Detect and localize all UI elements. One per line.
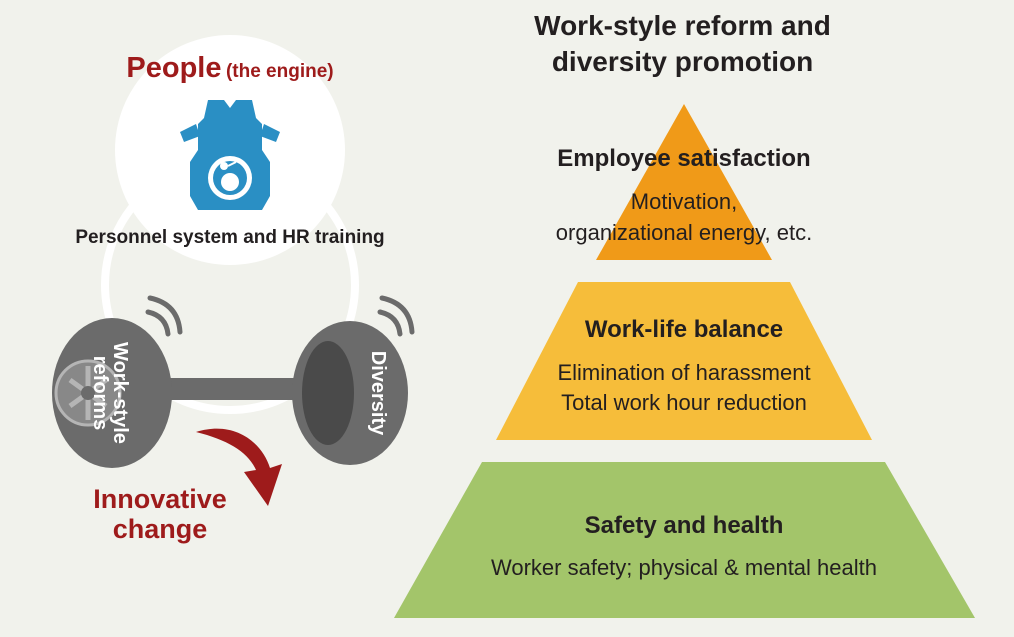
- people-heading: People (the engine): [70, 52, 390, 85]
- personnel-caption: Personnel system and HR training: [75, 227, 385, 248]
- title-line-1: Work-style reform and: [534, 10, 831, 41]
- axle: [150, 378, 335, 400]
- engine-label: (the engine): [225, 61, 334, 82]
- signal-waves-icon-left: [145, 295, 183, 337]
- left-wheel-line-1: Work-style: [109, 342, 131, 444]
- tier-top-description: Motivation, organizational energy, etc.: [500, 186, 868, 248]
- left-wheel-label: Work-style reforms: [89, 333, 131, 453]
- tire-icon-right: [292, 321, 408, 465]
- tier-bottom-description: Worker safety; physical & mental health: [491, 555, 877, 580]
- tier-middle-description: Elimination of harassment Total work hou…: [500, 358, 868, 418]
- tier-bottom-heading: Safety and health: [584, 512, 784, 539]
- right-wheel-label: Diversity: [367, 350, 389, 436]
- people-label: People: [126, 52, 222, 84]
- tier-top-line-1: Motivation,: [630, 189, 738, 214]
- page-title: Work-style reform and diversity promotio…: [480, 8, 885, 80]
- innovation-line-2: change: [112, 514, 208, 544]
- engine-icon: [180, 100, 280, 210]
- tier-middle-heading: Work-life balance: [584, 316, 784, 343]
- title-line-2: diversity promotion: [551, 46, 814, 77]
- tier-top-line-2: organizational energy, etc.: [555, 220, 813, 245]
- tire-icon-left: [52, 318, 172, 468]
- left-wheel-line-2: reforms: [89, 355, 111, 431]
- curved-arrow-icon: [196, 428, 282, 506]
- pyramid-tier-top: [596, 104, 772, 260]
- innovation-label: Innovative change: [70, 484, 250, 544]
- tier-middle-line-1: Elimination of harassment: [557, 360, 811, 385]
- tier-top-heading: Employee satisfaction: [557, 145, 811, 172]
- pyramid-tier-bottom: [394, 462, 975, 618]
- pyramid-tier-middle: [496, 282, 872, 440]
- signal-waves-icon-right: [377, 295, 415, 337]
- innovation-line-1: Innovative: [93, 484, 227, 514]
- tier-middle-line-2: Total work hour reduction: [561, 390, 807, 415]
